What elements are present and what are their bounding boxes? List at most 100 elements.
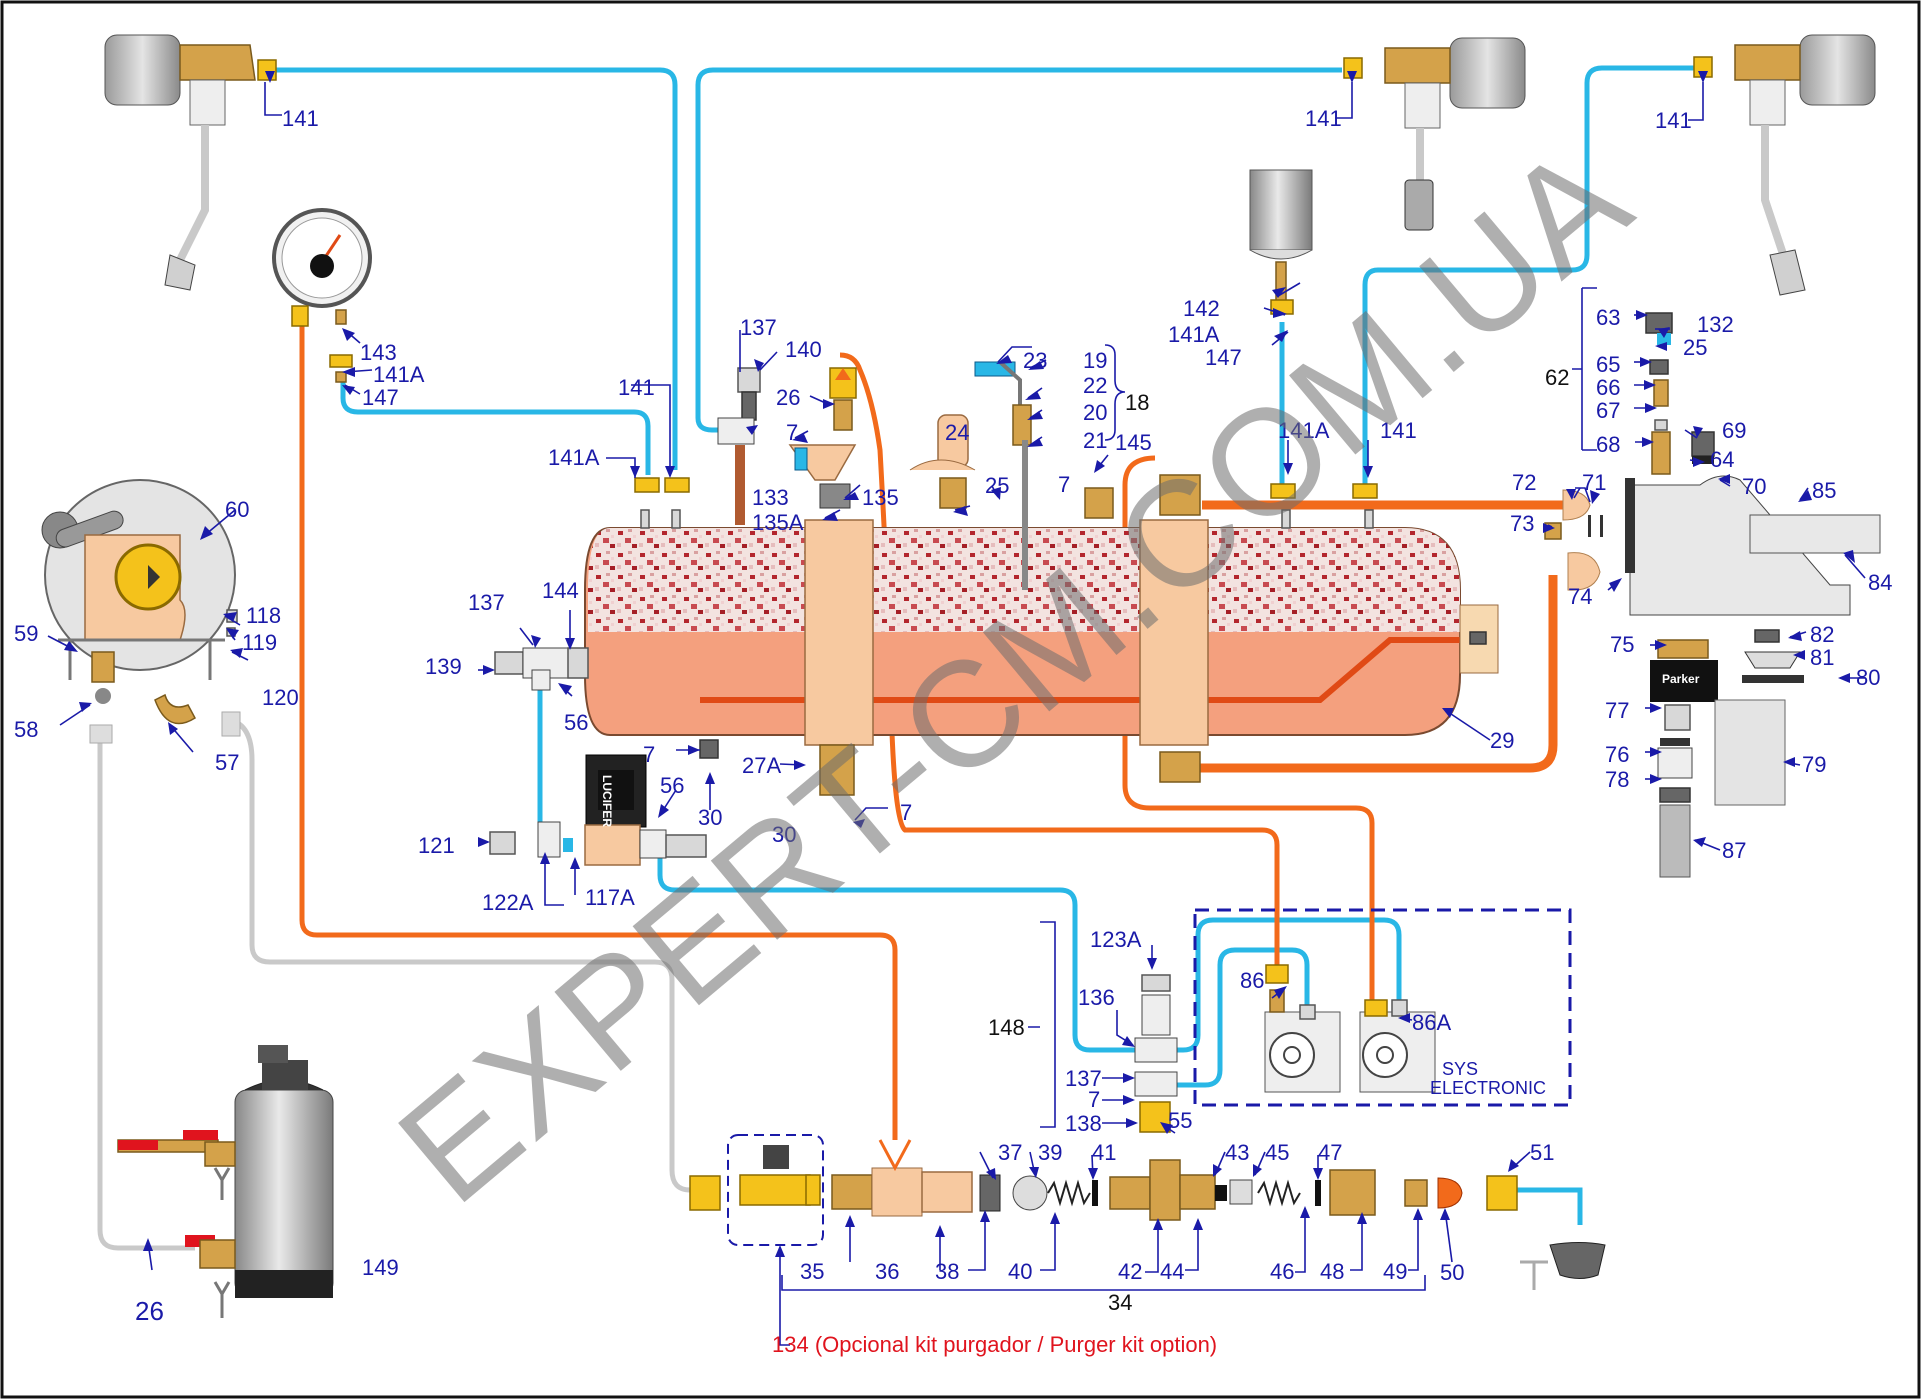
label-59: 59 [14, 621, 38, 646]
label-24: 24 [945, 420, 969, 445]
label-23: 23 [1023, 348, 1047, 373]
label-49: 49 [1383, 1259, 1407, 1284]
filter-brand-tag: Parker [1662, 672, 1700, 686]
label-141A-reservoir: 141A [1168, 322, 1220, 347]
label-43: 43 [1225, 1140, 1249, 1165]
solenoid-brand-tag: LUCIFER [600, 775, 614, 827]
label-142: 142 [1183, 296, 1220, 321]
label-37: 37 [998, 1140, 1022, 1165]
check-valve-line [689, 1134, 1606, 1290]
label-38: 38 [935, 1259, 959, 1284]
label-18: 18 [1125, 390, 1149, 415]
label-21: 21 [1083, 428, 1107, 453]
label-84: 84 [1868, 570, 1892, 595]
brew-group-center [1343, 37, 1526, 231]
label-67: 67 [1596, 398, 1620, 423]
label-7-top: 7 [786, 420, 798, 445]
injector-assembly [1134, 974, 1178, 1133]
label-40: 40 [1008, 1259, 1032, 1284]
label-60: 60 [225, 497, 249, 522]
pump-motor [41, 479, 241, 744]
solenoid-valve [489, 754, 707, 866]
label-71: 71 [1582, 470, 1606, 495]
purger-kit-option-note: 134 (Opcional kit purgador / Purger kit … [772, 1332, 1217, 1357]
label-136: 136 [1078, 985, 1115, 1010]
label-149: 149 [362, 1255, 399, 1280]
label-79: 79 [1802, 752, 1826, 777]
label-30-bottom: 30 [772, 822, 796, 847]
label-7-probe: 7 [1058, 472, 1070, 497]
label-62: 62 [1545, 365, 1569, 390]
label-147-gauge: 147 [362, 385, 399, 410]
label-122A: 122A [482, 890, 534, 915]
label-39: 39 [1038, 1140, 1062, 1165]
label-132: 132 [1697, 312, 1734, 337]
sys-label-line2: ELECTRONIC [1430, 1078, 1546, 1098]
label-140: 140 [785, 337, 822, 362]
label-135: 135 [862, 485, 899, 510]
label-65: 65 [1596, 352, 1620, 377]
label-141-right-group: 141 [1655, 108, 1692, 133]
label-35: 35 [800, 1259, 824, 1284]
label-141-boiler-right: 141 [1380, 418, 1417, 443]
label-86A: 86A [1412, 1010, 1451, 1035]
label-141A-gauge: 141A [373, 362, 425, 387]
sys-label-line1: SYS [1442, 1059, 1478, 1079]
label-143: 143 [360, 340, 397, 365]
label-139: 139 [425, 654, 462, 679]
label-81: 81 [1810, 645, 1834, 670]
label-34: 34 [1108, 1290, 1132, 1315]
label-121: 121 [418, 833, 455, 858]
label-41: 41 [1092, 1140, 1116, 1165]
label-74: 74 [1568, 584, 1592, 609]
label-137-injector: 137 [1065, 1066, 1102, 1091]
label-141A-boiler-left: 141A [548, 445, 600, 470]
label-51: 51 [1530, 1140, 1554, 1165]
label-30-drain: 30 [698, 805, 722, 830]
label-44: 44 [1160, 1259, 1184, 1284]
label-72: 72 [1512, 470, 1536, 495]
label-119: 119 [242, 630, 277, 655]
water-softener [117, 1045, 334, 1318]
label-82: 82 [1810, 622, 1834, 647]
label-25-pump: 25 [1683, 335, 1707, 360]
label-58: 58 [14, 717, 38, 742]
label-50: 50 [1440, 1260, 1464, 1285]
inlet-tee-assembly [494, 647, 589, 691]
label-20: 20 [1083, 400, 1107, 425]
label-85: 85 [1812, 478, 1836, 503]
part-labels: 141 141 141 142 141A 147 143 141A 147 14… [14, 106, 1892, 1357]
label-36: 36 [875, 1259, 899, 1284]
label-7-bottom: 7 [900, 800, 912, 825]
label-25-safety: 25 [985, 473, 1009, 498]
boiler-top-fittings [634, 477, 1378, 529]
label-7-injector: 7 [1088, 1087, 1100, 1112]
label-45: 45 [1265, 1140, 1289, 1165]
label-133: 133 [752, 485, 789, 510]
label-64: 64 [1710, 447, 1734, 472]
label-141-boiler-left: 141 [618, 375, 655, 400]
label-118: 118 [246, 603, 281, 628]
label-19: 19 [1083, 348, 1107, 373]
label-123A: 123A [1090, 927, 1142, 952]
label-68: 68 [1596, 432, 1620, 457]
top-valves [699, 360, 1201, 796]
label-7-drain: 7 [643, 742, 655, 767]
label-56-solenoid: 56 [660, 773, 684, 798]
pump-components [1544, 312, 1881, 878]
label-63: 63 [1596, 305, 1620, 330]
label-22: 22 [1083, 373, 1107, 398]
label-117A: 117A [585, 885, 635, 910]
label-147-reservoir: 147 [1205, 345, 1242, 370]
label-26-softener: 26 [135, 1296, 164, 1326]
label-75: 75 [1610, 632, 1634, 657]
label-55: 55 [1168, 1108, 1192, 1133]
label-48: 48 [1320, 1259, 1344, 1284]
label-144: 144 [542, 578, 579, 603]
label-141-center-group: 141 [1305, 106, 1342, 131]
label-56-tee: 56 [564, 710, 588, 735]
label-145: 145 [1115, 430, 1152, 455]
label-77: 77 [1605, 698, 1629, 723]
label-135A: 135A [752, 510, 804, 535]
